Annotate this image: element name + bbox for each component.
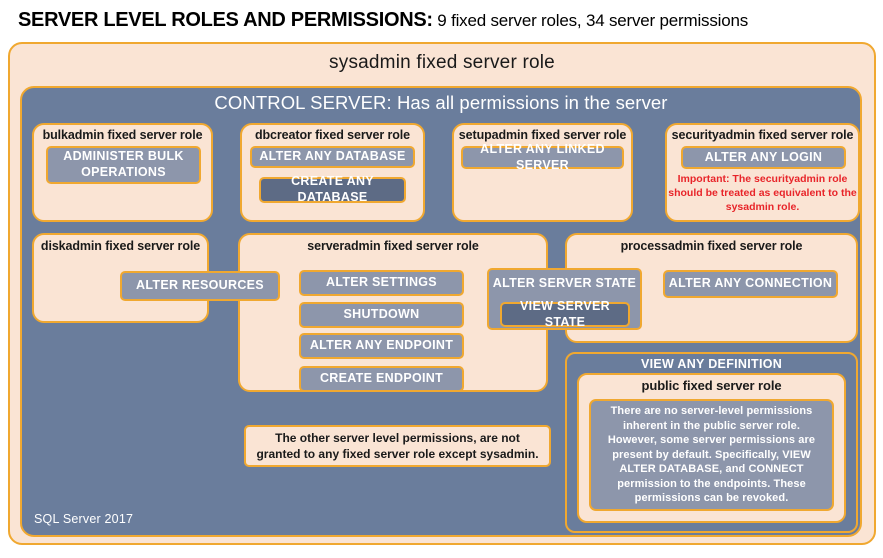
- serveradmin-role-label: serveradmin fixed server role: [307, 239, 479, 253]
- permission-view-any-definition-label: VIEW ANY DEFINITION: [640, 357, 783, 371]
- permission-alter-any-login: ALTER ANY LOGIN: [681, 146, 846, 169]
- permission-view-server-state: VIEW SERVER STATE: [500, 299, 630, 329]
- securityadmin-role-box: [665, 123, 860, 222]
- permission-create-any-database: CREATE ANY DATABASE: [259, 174, 406, 204]
- securityadmin-role-label: securityadmin fixed server role: [671, 128, 854, 142]
- control-server-label: CONTROL SERVER: Has all permissions in t…: [214, 92, 668, 113]
- bulkadmin-role-label: bulkadmin fixed server role: [42, 128, 203, 142]
- securityadmin-warning-note: Important: The securityadmin role should…: [668, 173, 857, 213]
- sysadmin-role-label: sysadmin fixed server role: [329, 52, 555, 73]
- permission-administer-bulk-operations: ADMINISTER BULK OPERATIONS: [46, 146, 201, 184]
- page-title-rest: 9 fixed server roles, 34 server permissi…: [432, 11, 749, 30]
- setupadmin-role-box: [452, 123, 633, 222]
- page-title-strong: SERVER LEVEL ROLES AND PERMISSIONS:: [18, 9, 433, 31]
- permission-create-endpoint: CREATE ENDPOINT: [299, 366, 464, 392]
- dbcreator-role-label: dbcreator fixed server role: [254, 128, 410, 142]
- public-role-label: public fixed server role: [641, 378, 782, 393]
- permission-alter-settings: ALTER SETTINGS: [299, 270, 464, 296]
- page-title: SERVER LEVEL ROLES AND PERMISSIONS: 9 fi…: [18, 9, 878, 37]
- permission-alter-resources: ALTER RESOURCES: [120, 271, 280, 301]
- permission-alter-any-linked-server: ALTER ANY LINKED SERVER: [461, 142, 624, 172]
- setupadmin-role-label: setupadmin fixed server role: [458, 128, 627, 142]
- diskadmin-role-label: diskadmin fixed server role: [40, 239, 201, 253]
- permission-alter-any-database: ALTER ANY DATABASE: [250, 146, 415, 168]
- dbcreator-role-box: [240, 123, 425, 222]
- footer-version-label: SQL Server 2017: [34, 512, 134, 526]
- other-permissions-note: The other server level permissions, are …: [244, 425, 551, 467]
- processadmin-role-label: processadmin fixed server role: [620, 239, 803, 253]
- public-role-note: There are no server-level permissions in…: [589, 399, 834, 511]
- permission-shutdown: SHUTDOWN: [299, 302, 464, 328]
- permission-alter-any-endpoint: ALTER ANY ENDPOINT: [299, 333, 464, 359]
- permission-alter-any-connection: ALTER ANY CONNECTION: [663, 270, 838, 298]
